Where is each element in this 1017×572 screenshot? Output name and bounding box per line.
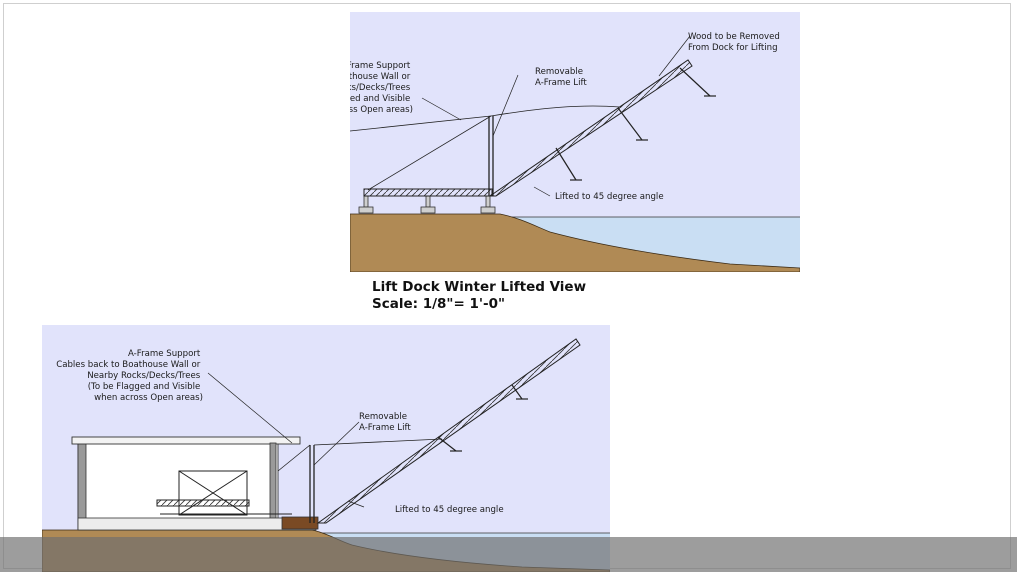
dock-deck bbox=[363, 188, 493, 197]
view-scale: Scale: 1/8"= 1'-0" bbox=[372, 296, 506, 312]
ground bbox=[350, 213, 800, 272]
aframe-support-label: A-Frame Support Cables back to Boathouse… bbox=[56, 349, 203, 403]
slide-controls-bar bbox=[0, 537, 1017, 572]
lift-angle-label: Lifted to 45 degree angle bbox=[395, 505, 504, 515]
support-cables bbox=[350, 105, 621, 191]
a-frame-lift bbox=[309, 445, 315, 523]
aframe-support-label: A-Frame Support Cables back to Boathouse… bbox=[350, 61, 413, 115]
leader-lines bbox=[421, 35, 691, 197]
view-title: Lift Dock Winter Lifted View bbox=[372, 279, 587, 295]
dock-float-posts bbox=[555, 67, 716, 181]
boat-lift-frame bbox=[156, 470, 292, 516]
aframe-lift-label: Removable A-Frame Lift bbox=[535, 67, 587, 88]
leader-lines bbox=[207, 372, 365, 508]
support-cables bbox=[277, 438, 443, 472]
lifted-dock-section bbox=[488, 59, 693, 197]
dock-base bbox=[281, 516, 319, 530]
bottom-dock-drawing: A-Frame Support Cables back to Boathouse… bbox=[42, 325, 610, 572]
lifted-dock-section bbox=[316, 338, 581, 524]
aframe-lift-label: Removable A-Frame Lift bbox=[359, 412, 411, 433]
lift-angle-label: Lifted to 45 degree angle bbox=[555, 192, 664, 202]
top-dock-drawing: A-Frame Support Cables back to Boathouse… bbox=[350, 12, 800, 272]
view-title-block: Lift Dock Winter Lifted View Scale: 1/8"… bbox=[372, 279, 586, 313]
a-frame-lift bbox=[488, 116, 494, 196]
wood-removed-label: Wood to be Removed From Dock for Lifting bbox=[688, 32, 783, 53]
